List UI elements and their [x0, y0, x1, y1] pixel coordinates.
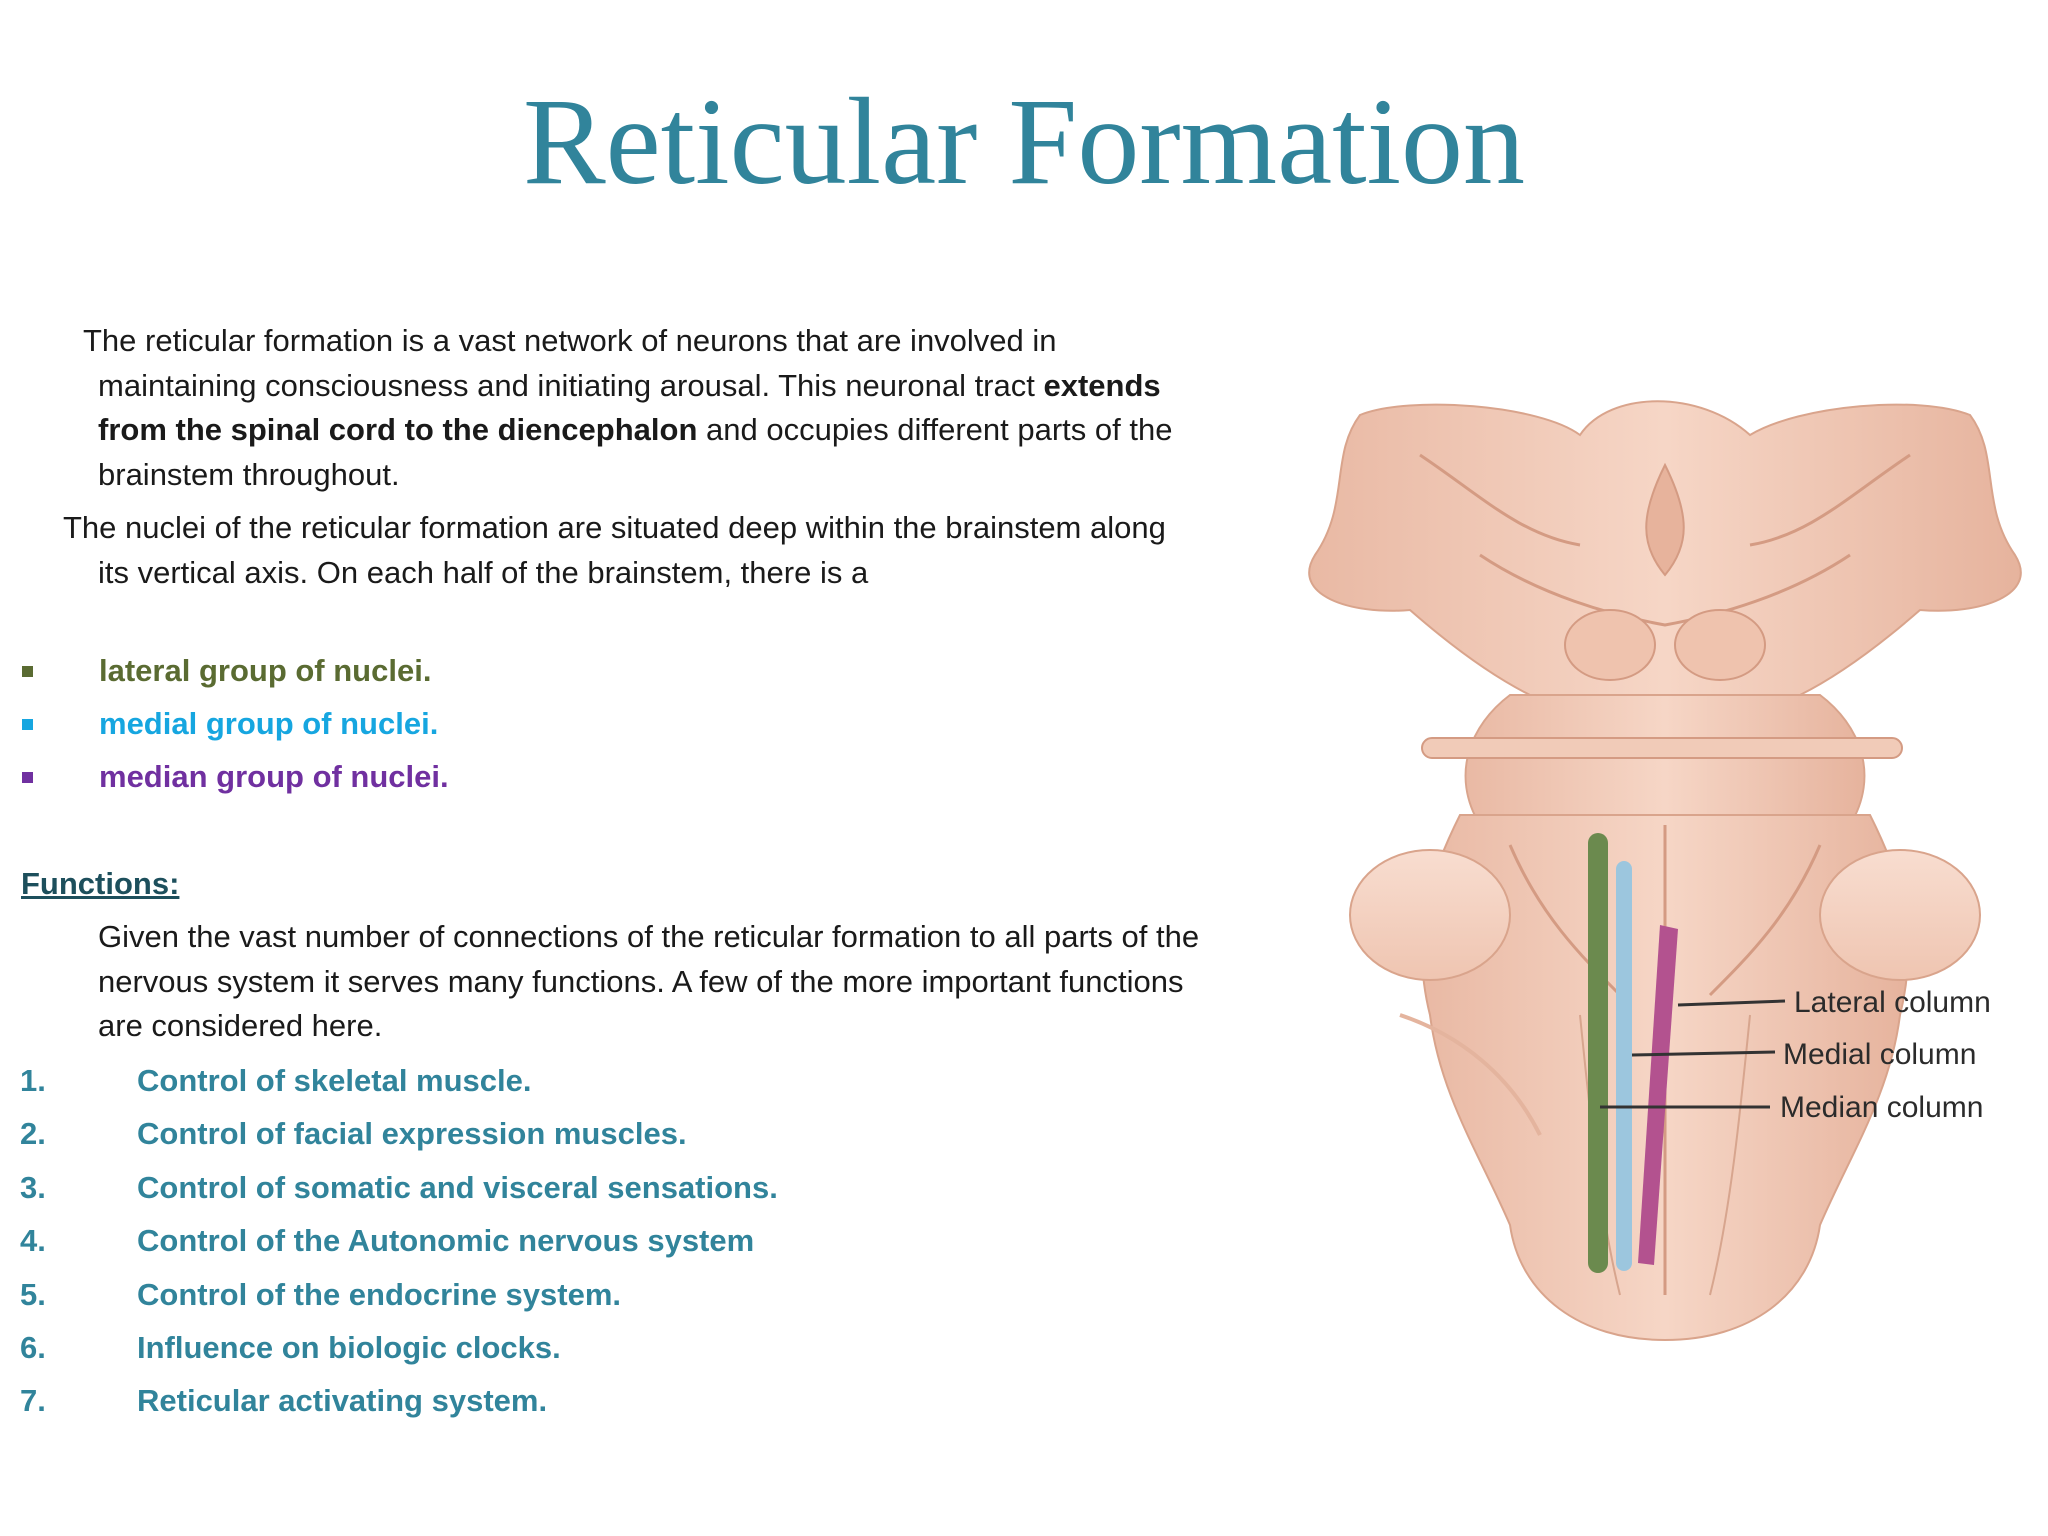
label-median-column: Median column	[1780, 1091, 1983, 1124]
function-label: Control of the endocrine system.	[137, 1277, 622, 1312]
intro-text-bold: extends from the spinal cord to the dien…	[98, 367, 1161, 448]
median-column-bar	[1638, 925, 1678, 1265]
function-label: Reticular activating system.	[137, 1383, 548, 1418]
intro-text-1b: and occupies different parts of the brai…	[98, 412, 1173, 492]
intro-text-1a: The reticular formation is a vast networ…	[83, 323, 1057, 403]
function-label: Control of skeletal muscle.	[137, 1063, 532, 1098]
function-number: 2.	[20, 1116, 46, 1151]
slide-title: Reticular Formation	[522, 73, 1526, 210]
nuclei-label-medial: medial group of nuclei.	[99, 706, 439, 741]
pons-shape	[1464, 694, 1866, 826]
medial-column-bar	[1616, 861, 1632, 1271]
function-item: 6. Influence on biologic clocks.	[20, 1326, 920, 1370]
nuclei-label-lateral: lateral group of nuclei.	[99, 653, 432, 688]
brainstem-illustration: Lateral column Medial column Median colu…	[1308, 400, 2022, 1342]
function-item: 2. Control of facial expression muscles.	[20, 1112, 920, 1156]
function-number: 1.	[20, 1063, 46, 1098]
lateral-column-bar	[1588, 833, 1608, 1273]
functions-intro: Given the vast number of connections of …	[98, 919, 1200, 1043]
bullet-square-icon	[22, 772, 33, 783]
nuclei-bullet-medial: medial group of nuclei.	[20, 702, 820, 746]
intro-paragraph-1: The reticular formation is a vast networ…	[83, 319, 1208, 497]
intro-paragraph-2: The nuclei of the reticular formation ar…	[63, 506, 1192, 595]
function-number: 4.	[20, 1223, 46, 1258]
bullet-square-icon	[22, 666, 33, 677]
function-item: 3. Control of somatic and visceral sensa…	[20, 1166, 920, 1210]
nuclei-bullet-median: median group of nuclei.	[20, 755, 820, 799]
intro-text-2: The nuclei of the reticular formation ar…	[63, 510, 1166, 590]
function-number: 3.	[20, 1170, 46, 1205]
function-item: 1. Control of skeletal muscle.	[20, 1059, 920, 1103]
label-medial-column: Medial column	[1783, 1038, 1976, 1071]
functions-heading: Functions:	[21, 866, 180, 901]
function-label: Influence on biologic clocks.	[137, 1330, 561, 1365]
left-peduncle	[1349, 849, 1511, 981]
bullet-square-icon	[22, 719, 33, 730]
function-number: 7.	[20, 1383, 46, 1418]
label-lateral-column: Lateral column	[1794, 986, 1991, 1019]
function-item: 5. Control of the endocrine system.	[20, 1273, 920, 1317]
function-number: 6.	[20, 1330, 46, 1365]
function-item: 7. Reticular activating system.	[20, 1379, 920, 1423]
nuclei-bullet-lateral: lateral group of nuclei.	[20, 649, 820, 693]
right-peduncle	[1819, 849, 1981, 981]
function-item: 4. Control of the Autonomic nervous syst…	[20, 1219, 920, 1263]
function-label: Control of somatic and visceral sensatio…	[137, 1170, 778, 1205]
function-number: 5.	[20, 1277, 46, 1312]
function-label: Control of the Autonomic nervous system	[137, 1223, 755, 1258]
function-label: Control of facial expression muscles.	[137, 1116, 687, 1151]
nuclei-label-median: median group of nuclei.	[99, 759, 449, 794]
